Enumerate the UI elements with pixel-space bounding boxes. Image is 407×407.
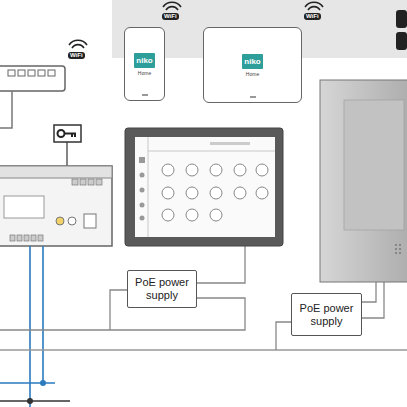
wifi-badge: WiFi — [162, 13, 179, 20]
drawing-part — [395, 244, 397, 246]
drawing-part — [162, 187, 174, 199]
controller-panel — [4, 196, 44, 218]
home-button — [250, 96, 256, 98]
touchscreen-display — [135, 137, 275, 237]
drawing-part — [140, 203, 145, 208]
drawing-part — [399, 252, 401, 254]
wire-junction — [27, 398, 33, 404]
drawing-part — [166, 7, 178, 10]
drawing-part — [140, 216, 145, 221]
drawing-part — [18, 70, 25, 76]
mains-wire — [0, 246, 55, 407]
box-label: PoE power supply — [297, 302, 356, 328]
network-cable — [0, 298, 245, 330]
drawing-part — [96, 179, 102, 185]
app-icon — [396, 32, 407, 50]
box-label: PoE power supply — [133, 276, 191, 302]
port — [84, 214, 96, 228]
bus-line — [0, 349, 407, 350]
drawing-part — [305, 2, 323, 7]
key-symbol — [64, 134, 76, 138]
drawing-part — [234, 164, 246, 176]
drawing-part — [256, 187, 268, 199]
drawing-part — [210, 164, 222, 176]
router — [0, 66, 65, 91]
drawing-part — [162, 209, 174, 221]
drawing-part — [24, 235, 29, 241]
wire-junction — [40, 380, 46, 386]
drawing-part — [38, 70, 45, 76]
drawing-part — [48, 70, 55, 76]
drawing-part — [395, 248, 397, 250]
app-label: Home — [138, 70, 151, 76]
wifi-badge: WiFi — [304, 13, 321, 20]
drawing-part — [38, 235, 43, 241]
drawing-part — [395, 252, 397, 254]
controller-module — [0, 166, 112, 246]
drawing-part — [10, 235, 15, 241]
app-label: Home — [246, 71, 259, 77]
brand-logo: niko — [242, 54, 262, 69]
drawing-part — [210, 209, 222, 221]
drawing-part — [140, 173, 145, 178]
power-supply-box: PoE power supply — [127, 270, 197, 308]
led — [56, 217, 64, 225]
led — [68, 217, 76, 225]
brand-logo: niko — [134, 53, 154, 68]
drawing-part — [140, 188, 145, 193]
home-button — [142, 94, 148, 96]
network-cable — [110, 290, 128, 330]
drawing-part — [256, 164, 268, 176]
screen-divider — [148, 137, 275, 237]
drawing-part — [139, 157, 145, 163]
screen-header — [210, 142, 250, 145]
network-cable — [276, 282, 384, 350]
drawing-part — [8, 70, 15, 76]
drawing-part — [31, 235, 36, 241]
key-wire — [66, 142, 67, 168]
drawing-part — [186, 164, 198, 176]
drawing-part — [72, 179, 78, 185]
touchscreen — [125, 128, 283, 246]
controller-terminals — [0, 166, 112, 178]
drawing-part — [163, 2, 181, 7]
drawing-part — [17, 235, 22, 241]
wifi-badge: WiFi — [68, 52, 85, 59]
drawing-part — [186, 187, 198, 199]
screen-buttons — [162, 164, 268, 221]
drawing-part — [162, 164, 174, 176]
drawing-part — [234, 187, 246, 199]
drawing-part — [399, 248, 401, 250]
mains-wire — [0, 400, 70, 401]
drawing-part — [80, 179, 86, 185]
tablet: nikoHome — [203, 27, 302, 103]
intercom-face — [344, 100, 404, 230]
power-supply-box: PoE power supply — [291, 293, 362, 336]
drawing-part — [88, 179, 94, 185]
drawing-part — [210, 187, 222, 199]
drawing-part — [186, 209, 198, 221]
drawing-part — [69, 40, 87, 45]
key-symbol — [58, 130, 65, 137]
speaker-holes — [395, 244, 401, 254]
network-cable — [0, 91, 12, 128]
app-icon — [396, 10, 407, 28]
screen-sidebar-icons — [139, 157, 145, 221]
intercom-panel — [320, 80, 407, 282]
drawing-part — [399, 244, 401, 246]
router-ports — [8, 70, 55, 76]
network-cable — [196, 246, 245, 283]
drawing-part — [308, 7, 320, 10]
drawing-part — [28, 70, 35, 76]
smartphone: nikoHome — [124, 27, 165, 101]
key-icon — [54, 125, 81, 142]
drawing-part — [72, 45, 84, 48]
